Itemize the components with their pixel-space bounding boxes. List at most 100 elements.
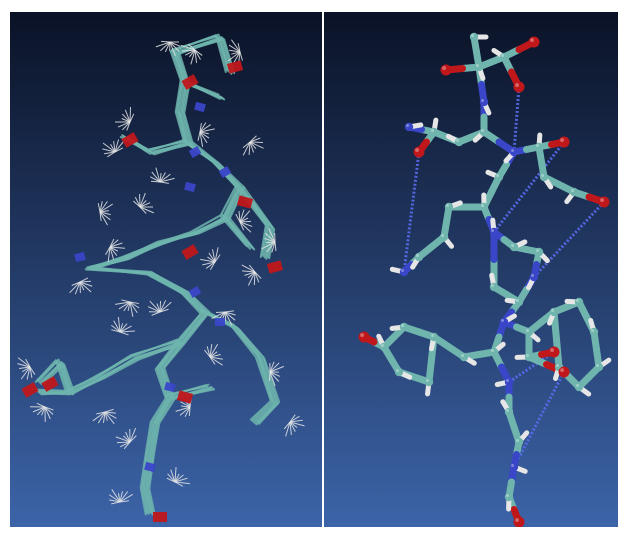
hydrogen-whisker	[205, 261, 216, 269]
atom-carbon	[534, 142, 544, 152]
hydrogen-whisker	[129, 427, 137, 443]
oxygen-patch	[226, 60, 244, 74]
hydrogen-whisker	[209, 356, 223, 360]
hydrogen-whisker	[180, 401, 191, 408]
hydrogen-whisker	[25, 358, 31, 368]
atom-highlight	[501, 54, 504, 57]
hydrogen-whisker	[159, 181, 169, 184]
hydrogen-whisker	[237, 43, 241, 53]
hydrogen-whisker	[239, 221, 253, 227]
hydrogen-whisker	[174, 474, 184, 483]
hydrogen-whisker	[241, 264, 256, 273]
oxygen-patch	[181, 244, 199, 260]
hydrogen-whisker	[174, 481, 184, 487]
atom-carbon	[509, 242, 519, 252]
panel-ball-and-stick	[324, 12, 618, 527]
hydrogen-whisker	[149, 300, 161, 313]
bond-strand	[128, 137, 194, 156]
atom-highlight	[461, 354, 464, 357]
hydrogen-whisker	[109, 239, 119, 248]
hydrogen-whisker	[119, 331, 129, 336]
atom-highlight	[401, 324, 404, 327]
bond-strand	[175, 36, 233, 75]
hydrogen-whisker	[156, 303, 161, 313]
hydrogen-whisker	[36, 406, 46, 416]
hydrogen-whisker	[169, 41, 176, 57]
hydrogen-whisker	[99, 210, 109, 213]
hydrogen-whisker	[208, 252, 216, 263]
hydrogen-whisker	[129, 301, 139, 305]
hydrogen-whisker	[174, 473, 180, 483]
hydrogen-whisker	[74, 281, 81, 295]
hydrogen-whisker	[185, 49, 196, 56]
atom-highlight	[560, 368, 564, 373]
atom-highlight	[515, 83, 519, 87]
atom-highlight	[556, 364, 559, 367]
hydrogen-whisker	[97, 411, 106, 424]
nitrogen-patch	[215, 318, 225, 326]
atom-highlight	[481, 204, 484, 207]
bond-strand	[178, 38, 236, 75]
hydrogen-whisker	[99, 211, 111, 221]
atom-highlight	[551, 309, 554, 312]
atom-highlight	[560, 138, 564, 142]
atom-highlight	[591, 329, 594, 332]
hydrogen-whisker	[114, 147, 124, 153]
hydrogen-whisker	[119, 323, 124, 333]
hydrogen-whisker	[247, 271, 256, 279]
atom-carbon	[494, 172, 504, 182]
hydrogen-whisker	[209, 354, 221, 358]
hydrogen-whisker	[111, 501, 121, 505]
hydrogen-whisker	[115, 436, 131, 443]
atom-highlight	[501, 319, 504, 322]
hydrogen-whisker	[109, 246, 119, 252]
hydrogen-whisker	[249, 141, 264, 149]
hydrogen-whisker	[99, 211, 108, 226]
atom-carbon	[399, 322, 409, 332]
atom-highlight	[431, 334, 434, 337]
hydrogen-whisker	[111, 329, 121, 333]
bond-strand	[208, 311, 281, 425]
hydrogen-whisker	[254, 271, 262, 279]
hydrogen-whisker	[119, 500, 129, 503]
atom-carbon	[549, 307, 559, 317]
hydrogen-whisker	[209, 351, 218, 358]
atom-highlight	[476, 64, 479, 67]
hydrogen-whisker	[20, 366, 31, 380]
hydrogen-whisker	[228, 44, 241, 53]
oxygen-patch	[176, 390, 194, 404]
hydrogen-whisker	[224, 311, 236, 321]
hydrogen-whisker	[239, 209, 245, 223]
atom-carbon	[534, 247, 544, 257]
hydrogen-whisker	[239, 210, 251, 223]
atom-highlight	[491, 349, 494, 352]
hydrogen-whisker	[289, 414, 296, 423]
hydrogen-bond	[402, 151, 421, 273]
hydrogen-whisker	[271, 241, 276, 253]
hydrogen-bond	[532, 200, 606, 279]
hydrogen-whisker	[202, 261, 216, 266]
hydrogen-whisker	[109, 246, 115, 260]
atom-highlight	[456, 139, 459, 142]
hydrogen-whisker	[109, 246, 125, 249]
atom-carbon	[474, 62, 484, 72]
hydrogen-whisker	[199, 131, 209, 135]
hydrogen-whisker	[32, 406, 46, 413]
hydrogen-whisker	[123, 301, 131, 312]
hydrogen-whisker	[104, 151, 116, 155]
hydrogen-whisker	[167, 473, 176, 483]
hydrogen-whisker	[126, 121, 131, 131]
hydrogen-whisker	[242, 270, 256, 273]
hydrogen-whisker	[79, 281, 85, 291]
nitrogen-patch	[74, 251, 86, 263]
hydrogen-whisker	[147, 306, 161, 313]
hydrogen-whisker	[111, 324, 121, 333]
hydrogen-whisker	[289, 421, 292, 435]
atom-highlight	[416, 254, 419, 257]
hydrogen-whisker	[109, 238, 115, 248]
hydrogen-whisker	[159, 301, 172, 313]
hydrogen-whisker	[99, 201, 108, 213]
hydrogen-whisker	[212, 249, 216, 263]
hydrogen-whisker	[99, 211, 102, 221]
atom-highlight	[600, 198, 604, 202]
